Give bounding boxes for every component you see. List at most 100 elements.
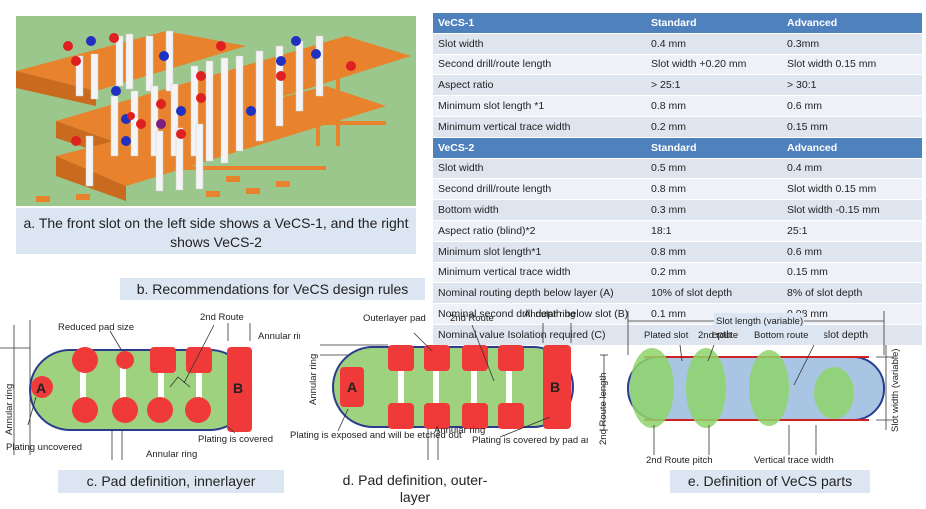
label-c-annular-ring-left: Annular ring <box>4 384 15 435</box>
table-cell: 0.15 mm <box>782 116 922 138</box>
pad-d-3 <box>462 345 488 371</box>
label-bottom-route: Bottom route <box>754 330 808 341</box>
table-row: Nominal routing depth below layer (A)10%… <box>433 282 922 305</box>
table-cell: Nominal routing depth below layer (A) <box>433 282 646 305</box>
pad-c-7 <box>147 397 173 423</box>
diagram-c-innerlayer: A B Reduced pad size 2nd Route Annular r… <box>0 312 300 460</box>
table-cell: 0.4 mm <box>782 158 922 180</box>
table-cell: Slot width -0.15 mm <box>782 199 922 221</box>
table-cell: 0.15 mm <box>782 262 922 284</box>
label-d-second-route: 2nd Route <box>450 313 494 324</box>
pad-d-1 <box>388 345 414 371</box>
label-d-annular-ring-top: Annular ring <box>524 309 575 320</box>
label-d-b: B <box>550 379 560 395</box>
pad-d-5 <box>388 403 414 429</box>
pad-d-7 <box>462 403 488 429</box>
table-row: Aspect ratio> 25:1> 30:1 <box>433 74 922 97</box>
label-d-annular-ring-left: Annular ring <box>308 354 319 405</box>
pad-d-8 <box>498 403 524 429</box>
label-d-a: A <box>347 379 357 395</box>
table-cell: 0.2 mm <box>646 116 782 138</box>
table-header-cell: Advanced <box>782 13 922 34</box>
table-cell: Aspect ratio (blind)*2 <box>433 220 646 242</box>
table-cell: 0.8 mm <box>646 241 782 263</box>
label-e-second-route: 2nd route <box>698 330 738 341</box>
pad-c-8 <box>185 397 211 423</box>
table-cell: 0.6 mm <box>782 241 922 263</box>
table-cell: Slot width 0.15 mm <box>782 54 922 76</box>
table-cell: > 30:1 <box>782 74 922 97</box>
table-cell: 0.8 mm <box>646 95 782 117</box>
route-e-4 <box>814 367 854 419</box>
table-cell: Minimum slot length *1 <box>433 95 646 117</box>
pad-d-2 <box>424 345 450 371</box>
label-d-annular-ring-bottom: Annular ring <box>434 425 485 436</box>
caption-d-text: d. Pad definition, outer-layer <box>342 472 488 505</box>
caption-c: c. Pad definition, innerlayer <box>58 470 284 493</box>
table-cell: Slot width <box>433 33 646 55</box>
table-cell: 0.3 mm <box>646 199 782 221</box>
table-cell: 25:1 <box>782 220 922 242</box>
table-cell: Slot width <box>433 158 646 180</box>
pad-c-3 <box>150 347 176 373</box>
pad-d-6 <box>424 403 450 429</box>
pad-c-2 <box>116 351 134 369</box>
pad-d-a <box>340 367 364 407</box>
table-cell: Slot width 0.15 mm <box>782 178 922 201</box>
label-slot-length: Slot length (variable) <box>716 316 803 327</box>
table-header-cell: VeCS-2 <box>433 137 646 159</box>
table-cell: 0.4 mm <box>646 33 782 55</box>
table-cell: 18:1 <box>646 220 782 242</box>
label-plating-covered-pad: Plating is covered by pad and protected … <box>472 435 588 446</box>
pad-d-4 <box>498 345 524 371</box>
table-cell: > 25:1 <box>646 74 782 97</box>
table-cell: Minimum vertical trace width <box>433 116 646 138</box>
caption-e-text: e. Definition of VeCS parts <box>687 473 853 489</box>
label-route-pitch: 2nd Route pitch <box>646 455 713 466</box>
table-cell: 0.08 mm <box>782 303 922 325</box>
route-e-3 <box>749 350 789 426</box>
label-slot-width: Slot width (variable) <box>890 349 901 432</box>
table-cell: 0.3mm <box>782 33 922 55</box>
pad-c-4 <box>186 347 212 373</box>
caption-d: d. Pad definition, outer-layer <box>330 472 500 509</box>
label-c-annular-ring-top: Annular ring <box>258 331 300 342</box>
label-reduced-pad-size: Reduced pad size <box>58 322 134 333</box>
table-cell: Second drill/route length <box>433 178 646 201</box>
caption-c-text: c. Pad definition, innerlayer <box>86 473 256 489</box>
label-plating-uncovered: Plating uncovered <box>6 442 82 453</box>
route-e-2 <box>686 348 726 428</box>
label-vertical-trace-width: Vertical trace width <box>754 455 834 466</box>
label-plating-covered: Plating is covered <box>198 434 273 445</box>
pad-c-6 <box>112 397 138 423</box>
table-cell: 8% of slot depth <box>782 282 922 305</box>
pad-c-5 <box>72 397 98 423</box>
table-cell: Aspect ratio <box>433 74 646 97</box>
caption-e: e. Definition of VeCS parts <box>670 470 870 493</box>
pad-c-1 <box>72 347 98 373</box>
table-cell: Second drill/route length <box>433 54 646 76</box>
label-c-b: B <box>233 380 243 396</box>
pad-c-b <box>227 347 252 432</box>
label-c-a: A <box>36 380 46 396</box>
table-header-cell: VeCS-1 <box>433 13 646 34</box>
table-header-cell: Advanced <box>782 137 922 159</box>
table-cell: 0.2 mm <box>646 262 782 284</box>
table-cell: 10% of slot depth <box>646 282 782 305</box>
table-cell: Minimum vertical trace width <box>433 262 646 284</box>
vecs-render-image <box>16 16 416 206</box>
table-cell: 0.6 mm <box>782 95 922 117</box>
label-c-annular-ring-bottom: Annular ring <box>146 449 197 460</box>
